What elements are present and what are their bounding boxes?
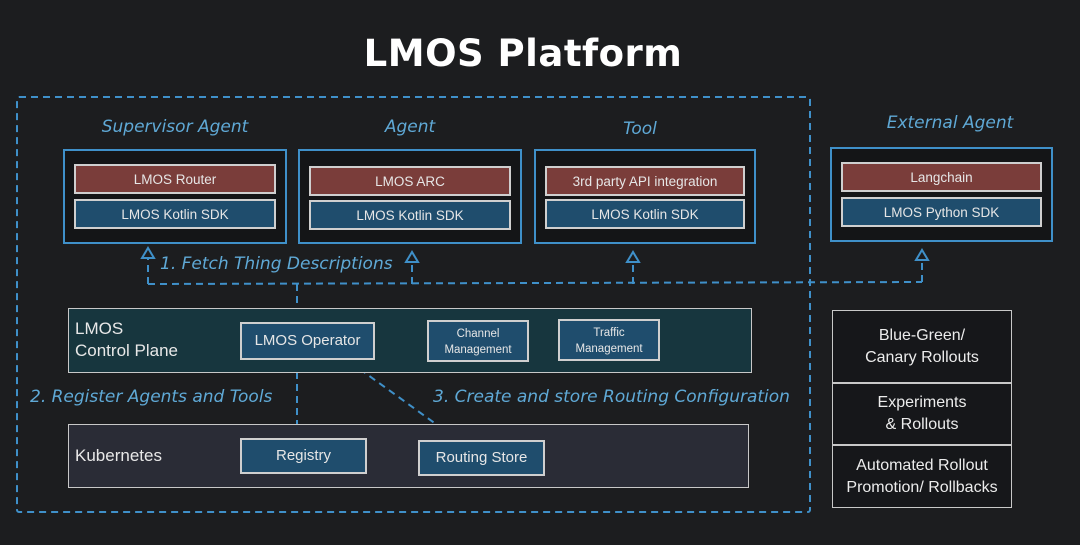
automated-rollout-box: Automated Rollout Promotion/ Rollbacks: [832, 445, 1012, 508]
experiments-rollouts-box: Experiments & Rollouts: [832, 383, 1012, 445]
supervisor-agent-heading: Supervisor Agent: [101, 117, 249, 137]
control-plane-label: LMOS Control Plane: [75, 318, 178, 362]
experiments-line1: Experiments: [877, 394, 967, 411]
step-fetch-label: 1. Fetch Thing Descriptions: [160, 254, 393, 274]
blue-green-line2: Canary Rollouts: [865, 348, 979, 366]
step-register-label: 2. Register Agents and Tools: [30, 387, 273, 407]
python-sdk-bar: LMOS Python SDK: [841, 197, 1042, 227]
external-agent-heading: External Agent: [886, 113, 1014, 133]
supervisor-kotlin-sdk-bar: LMOS Kotlin SDK: [74, 199, 276, 229]
step-routing-label: 3. Create and store Routing Configuratio…: [433, 387, 790, 407]
traffic-management-line2: Management: [575, 343, 643, 355]
third-party-api-bar: 3rd party API integration: [545, 166, 745, 196]
traffic-management-box: Traffic Management: [558, 319, 660, 361]
fetch-line: [147, 281, 923, 285]
blue-green-rollouts-box: Blue-Green/ Canary Rollouts: [832, 310, 1012, 383]
channel-management-box: Channel Management: [427, 320, 529, 362]
registry-box: Registry: [240, 438, 367, 474]
agent-box: LMOS ARC LMOS Kotlin SDK: [298, 149, 522, 244]
lmos-router-bar: LMOS Router: [74, 164, 276, 194]
blue-green-line1: Blue-Green/: [878, 326, 966, 344]
channel-management-line2: Management: [444, 344, 512, 356]
automated-rollout-line2: Promotion/ Rollbacks: [846, 478, 998, 496]
page-title: LMOS Platform: [363, 32, 683, 75]
control-plane-label-line2: Control Plane: [75, 341, 179, 360]
kubernetes-label: Kubernetes: [75, 446, 162, 465]
lmos-arc-bar: LMOS ARC: [309, 166, 511, 196]
tool-kotlin-sdk-bar: LMOS Kotlin SDK: [545, 199, 745, 229]
routing-store-box: Routing Store: [418, 440, 545, 476]
tool-heading: Tool: [623, 119, 657, 139]
traffic-management-line1: Traffic: [593, 327, 625, 339]
lmos-operator-box: LMOS Operator: [240, 322, 375, 360]
control-plane-label-line1: LMOS: [75, 319, 124, 338]
supervisor-agent-box: LMOS Router LMOS Kotlin SDK: [63, 149, 287, 244]
tool-box: 3rd party API integration LMOS Kotlin SD…: [534, 149, 756, 244]
automated-rollout-line1: Automated Rollout: [856, 456, 988, 474]
agent-kotlin-sdk-bar: LMOS Kotlin SDK: [309, 200, 511, 230]
experiments-line2: & Rollouts: [885, 416, 959, 433]
agent-heading: Agent: [384, 117, 436, 137]
channel-management-line1: Channel: [456, 328, 500, 340]
external-agent-box: Langchain LMOS Python SDK: [830, 147, 1053, 242]
langchain-bar: Langchain: [841, 162, 1042, 192]
kubernetes-panel: Kubernetes: [68, 424, 749, 488]
